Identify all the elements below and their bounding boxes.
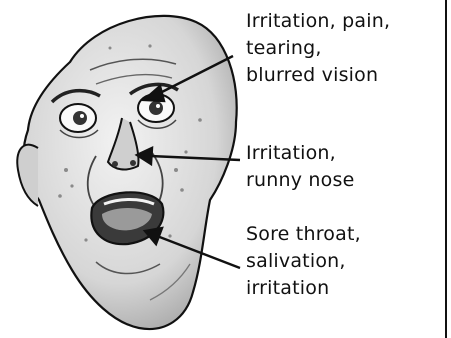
frame-right-border — [445, 0, 447, 338]
eyes-label-line: Irritation, pain, — [246, 8, 390, 35]
eyes-symptom-label: Irritation, pain, tearing, blurred visio… — [246, 8, 390, 89]
head-outline — [24, 16, 237, 329]
throat-symptom-label: Sore throat, salivation, irritation — [246, 221, 361, 302]
nose-label-line: runny nose — [246, 167, 354, 194]
throat-label-line: irritation — [246, 275, 361, 302]
eyes-label-line: blurred vision — [246, 62, 390, 89]
eyes-label-line: tearing, — [246, 35, 390, 62]
ear — [17, 145, 38, 206]
throat-label-line: Sore throat, — [246, 221, 361, 248]
throat-label-line: salivation, — [246, 248, 361, 275]
nose-symptom-label: Irritation, runny nose — [246, 140, 354, 194]
nose-label-line: Irritation, — [246, 140, 354, 167]
